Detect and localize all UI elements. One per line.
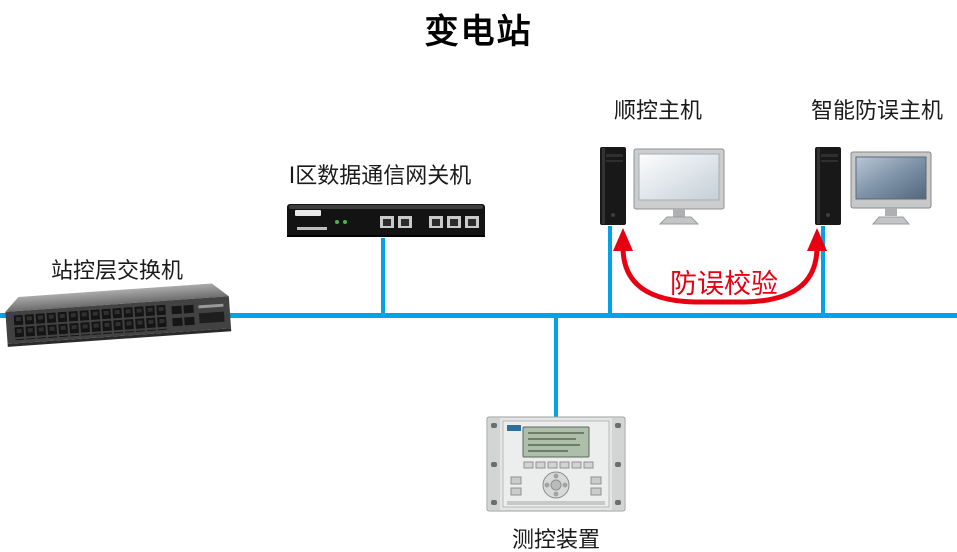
monitor-neck	[885, 208, 897, 216]
arrow-head-right	[807, 228, 827, 251]
side-buttons	[510, 476, 602, 496]
button-row	[523, 461, 594, 469]
label-anti-error-host: 智能防误主机	[810, 99, 944, 124]
monitor-screen	[855, 156, 927, 200]
dpad-center-button	[550, 479, 562, 491]
diagram-title: 变电站	[424, 12, 533, 52]
gateway-device	[287, 204, 485, 237]
tower-drive-bay	[606, 160, 623, 162]
tower-case	[600, 147, 626, 225]
arrow-head-left	[613, 228, 633, 251]
gateway-ports	[380, 216, 479, 228]
label-switch: 站控层交换机	[50, 259, 184, 284]
switch-sfp-port	[172, 317, 183, 327]
link-anti-error-host	[821, 226, 825, 316]
switch-console-port	[198, 311, 225, 324]
switch-label-strip	[198, 303, 224, 309]
switch-sfp-port	[183, 304, 194, 314]
anti-error-arrow	[613, 228, 827, 305]
label-sequence-host: 顺控主机	[613, 99, 703, 124]
device-logo	[507, 425, 521, 431]
link-measurement-device	[554, 315, 558, 418]
switch-sfp-port	[184, 316, 195, 326]
device-lcd	[522, 426, 590, 458]
tower-highlight	[602, 148, 605, 224]
gateway-logo	[295, 210, 321, 216]
sequence-host-computer	[600, 147, 725, 225]
label-measurement-device: 测控装置	[511, 528, 601, 552]
monitor-base	[658, 216, 700, 225]
switch-port-grid	[11, 304, 168, 341]
link-gateway	[381, 238, 385, 316]
switch-bottom-edge	[7, 328, 232, 347]
monitor-screen	[638, 153, 720, 201]
gateway-top-edge	[289, 205, 483, 209]
monitor-base	[871, 216, 911, 225]
tower-drive-bay	[606, 154, 623, 157]
monitor-neck	[673, 209, 685, 217]
label-anti-error-check: 防误校验	[670, 269, 778, 300]
lcd-text-lines	[528, 432, 584, 452]
dpad-direction-buttons	[544, 473, 568, 497]
tower-drive-bay	[821, 160, 838, 162]
mounting-slots	[491, 423, 621, 505]
measurement-device	[486, 416, 626, 512]
switch-sfp-port	[171, 305, 182, 315]
gateway-led	[335, 220, 339, 224]
anti-error-host-computer	[815, 147, 932, 225]
tower-highlight	[817, 148, 820, 224]
gateway-led	[343, 220, 347, 224]
label-gateway: I区数据通信网关机	[288, 164, 472, 189]
gateway-bottom-edge	[287, 235, 485, 237]
switch-top-face	[5, 283, 229, 312]
network-switch-device	[5, 283, 232, 347]
tower-case	[815, 147, 841, 225]
tower-power-button	[611, 213, 615, 217]
link-sequence-host	[608, 226, 612, 316]
gateway-text-strip	[297, 227, 327, 230]
device-bottom-strip	[507, 501, 605, 505]
tower-power-button	[826, 213, 830, 217]
tower-drive-bay	[821, 154, 838, 157]
bus-line	[0, 313, 957, 318]
arrow-curve	[620, 246, 820, 305]
